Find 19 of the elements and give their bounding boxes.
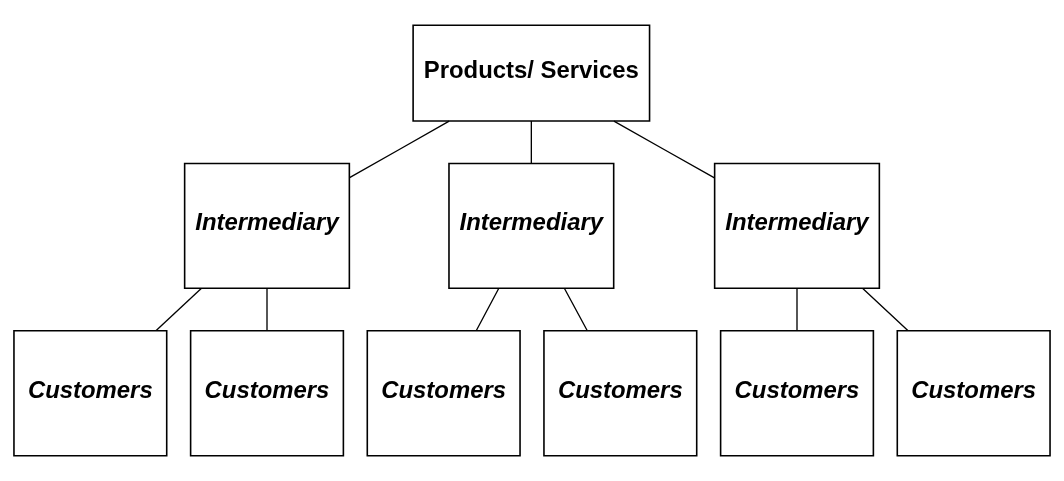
connector bbox=[155, 287, 202, 332]
node-box: Intermediary bbox=[713, 162, 881, 290]
node-box: Intermediary bbox=[183, 162, 351, 290]
node-box: Intermediary bbox=[448, 162, 615, 290]
connector bbox=[796, 287, 798, 332]
connector bbox=[563, 287, 588, 332]
node-box: Customers bbox=[719, 330, 875, 457]
connector bbox=[862, 287, 909, 332]
node-box: Customers bbox=[13, 330, 168, 457]
node-box: Customers bbox=[896, 330, 1051, 457]
node-box: Customers bbox=[189, 330, 345, 457]
connector bbox=[530, 120, 532, 164]
connector bbox=[266, 287, 268, 332]
node-box: Products/ Services bbox=[412, 24, 651, 122]
connector bbox=[475, 287, 500, 332]
connector bbox=[613, 120, 716, 179]
node-box: Customers bbox=[366, 330, 521, 457]
node-box: Customers bbox=[543, 330, 698, 457]
connector bbox=[348, 120, 450, 179]
